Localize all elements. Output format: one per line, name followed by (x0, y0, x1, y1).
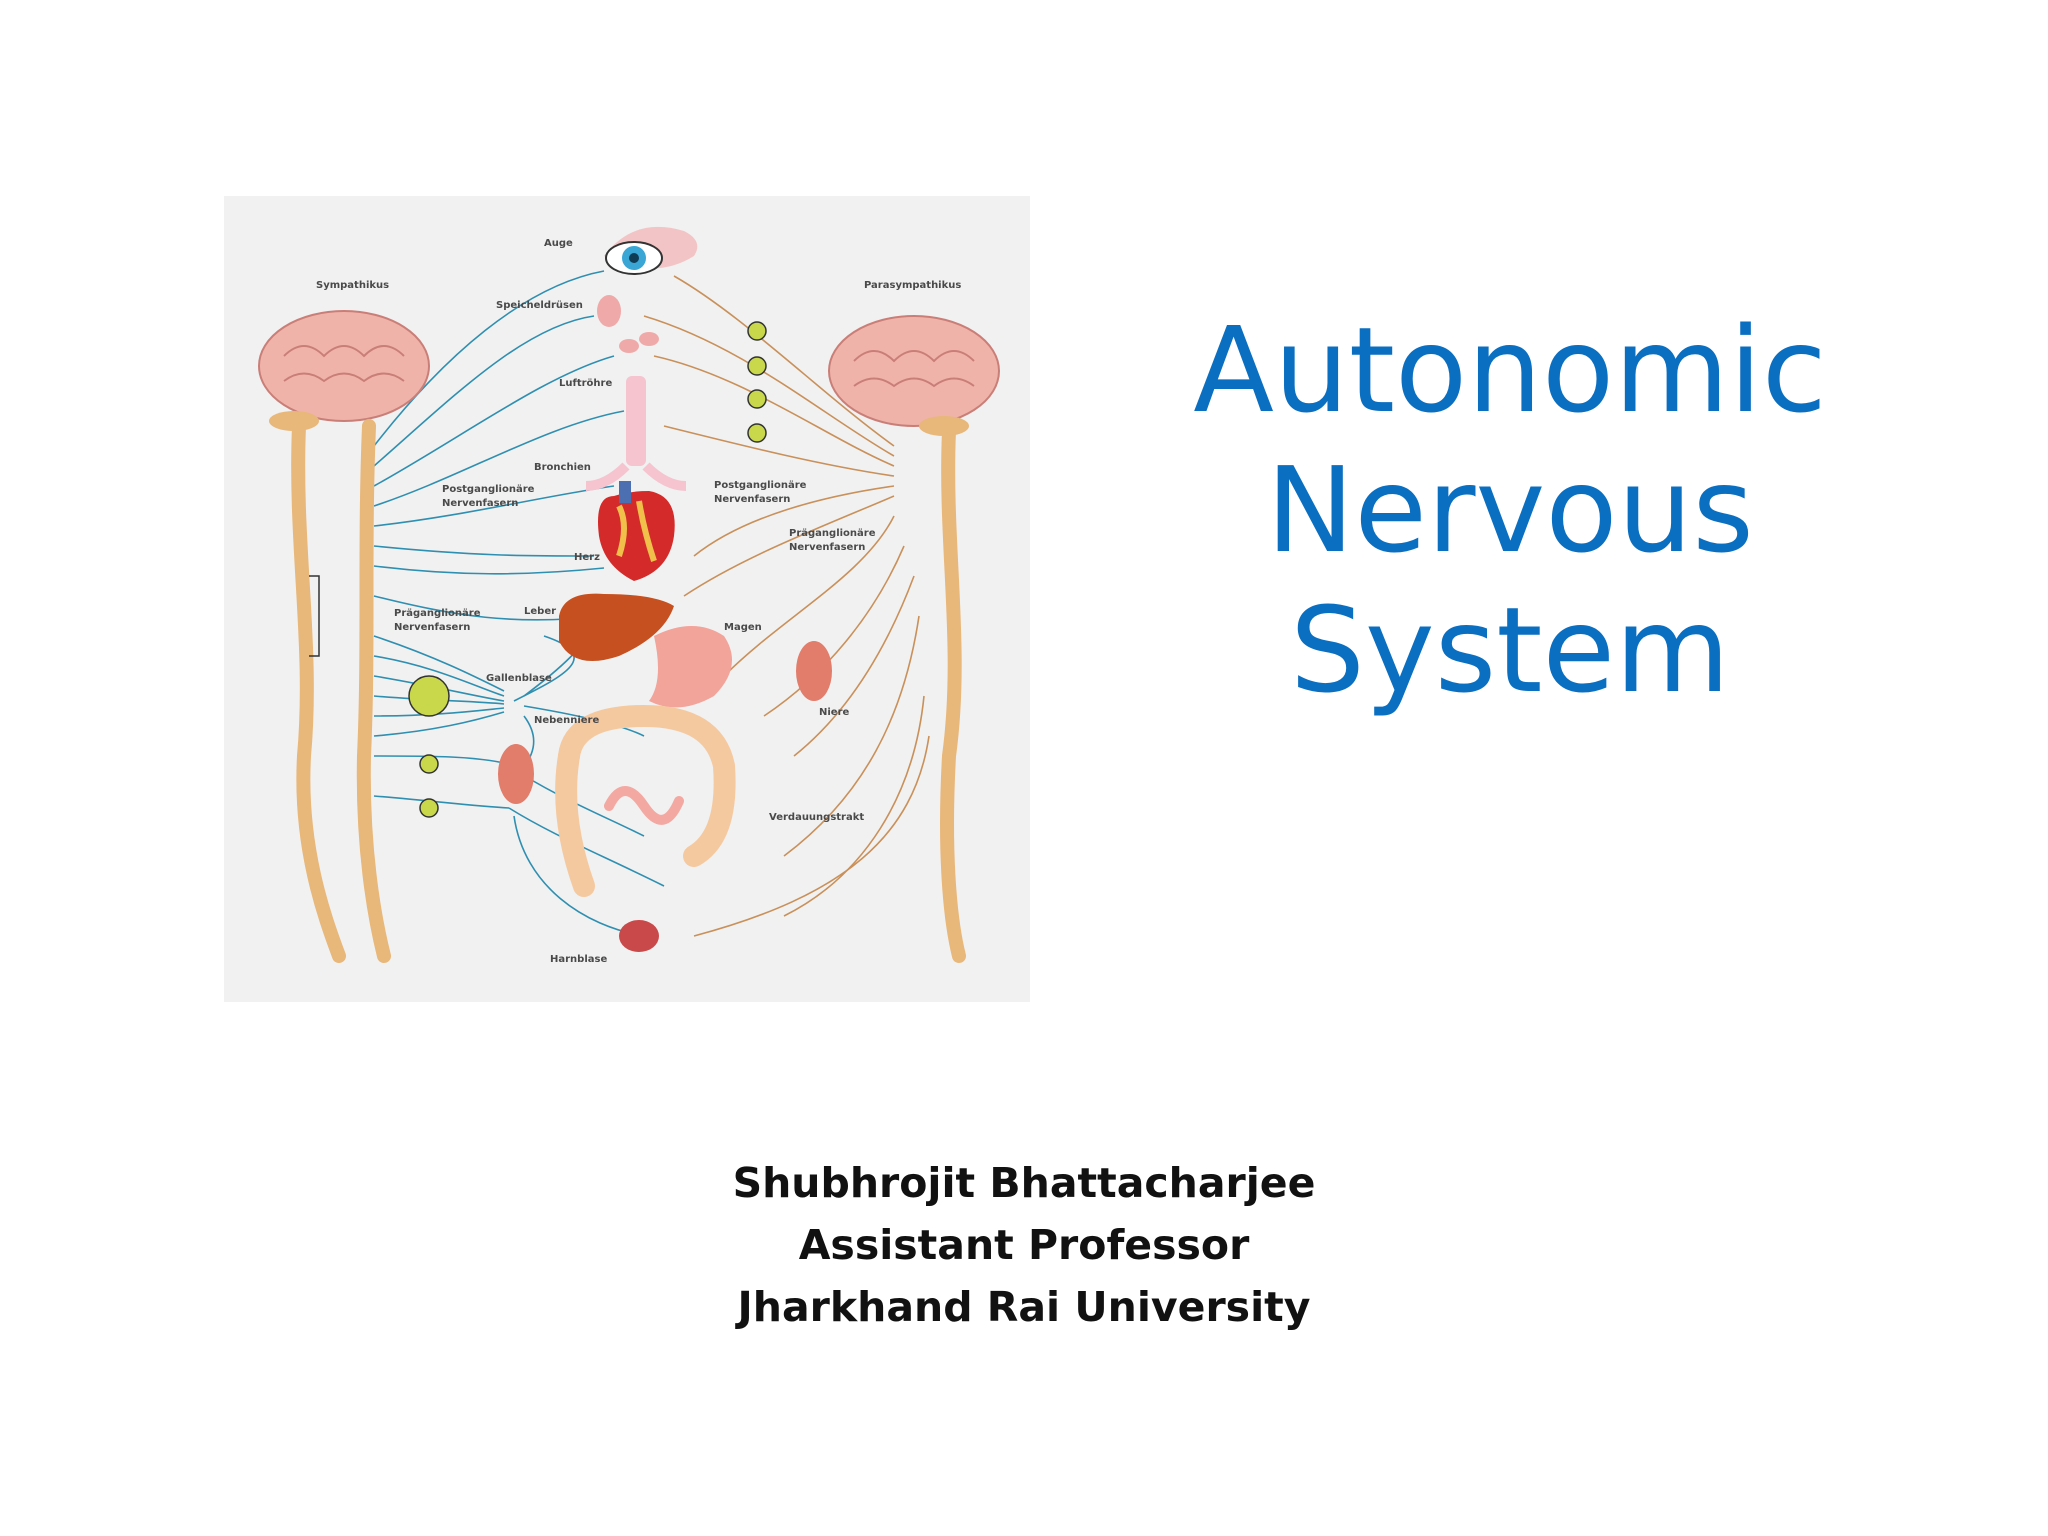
label-praeganglionaere-right-2: Nervenfasern (789, 542, 865, 553)
heart-icon (598, 481, 675, 581)
title-line-3: System (1289, 581, 1731, 719)
spine-left (291, 419, 346, 963)
label-verdauungstrakt: Verdauungstrakt (769, 812, 864, 823)
brain-right-icon (828, 315, 1000, 436)
label-speicheldruesen: Speicheldrüsen (496, 300, 583, 311)
label-luftroehre: Luftröhre (559, 378, 612, 389)
label-sympathikus: Sympathikus (316, 280, 389, 291)
slide-title: Autonomic Nervous System (1150, 300, 1870, 720)
label-praeganglionaere-left-2: Nervenfasern (394, 622, 470, 633)
brain-left-icon (258, 310, 430, 431)
salivary-gland-icon (597, 295, 659, 353)
label-auge: Auge (544, 238, 573, 249)
author-block: Shubhrojit Bhattacharjee Assistant Profe… (624, 1152, 1424, 1338)
trachea-icon (585, 376, 687, 491)
liver-icon (559, 593, 674, 661)
intestine-icon (555, 704, 736, 897)
author-institution: Jharkhand Rai University (737, 1283, 1311, 1331)
label-postganglionaere-left-1: Postganglionäre (442, 484, 535, 495)
eye-icon (604, 226, 698, 275)
author-name: Shubhrojit Bhattacharjee (732, 1159, 1316, 1207)
label-bronchien: Bronchien (534, 462, 591, 473)
label-praeganglionaere-left-1: Präganglionäre (394, 608, 481, 619)
label-gallenblase: Gallenblase (486, 673, 552, 684)
label-magen: Magen (724, 622, 762, 633)
parasympathetic-ganglia (747, 321, 767, 443)
author-position: Assistant Professor (798, 1221, 1250, 1269)
label-postganglionaere-right-2: Nervenfasern (714, 494, 790, 505)
title-line-1: Autonomic (1193, 301, 1827, 439)
small-intestine-icon (604, 786, 684, 825)
label-parasympathikus: Parasympathikus (864, 280, 961, 291)
label-herz: Herz (574, 552, 600, 563)
bracket (309, 575, 320, 657)
autonomic-nervous-system-diagram: Auge Sympathikus Parasympathikus Speiche… (224, 196, 1030, 1002)
parasympathetic-nerves (643, 275, 930, 937)
adrenal-icon (498, 744, 534, 804)
kidney-icon (796, 641, 832, 701)
stomach-icon (649, 626, 732, 708)
sympathetic-chain (356, 419, 391, 963)
label-leber: Leber (524, 606, 556, 617)
spine-right (940, 424, 966, 963)
title-line-2: Nervous (1266, 441, 1754, 579)
sympathetic-ganglion-large (408, 675, 450, 818)
label-nebenniere: Nebenniere (534, 715, 599, 726)
label-praeganglionaere-right-1: Präganglionäre (789, 528, 876, 539)
label-postganglionaere-right-1: Postganglionäre (714, 480, 807, 491)
bladder-icon (619, 920, 659, 952)
label-postganglionaere-left-2: Nervenfasern (442, 498, 518, 509)
label-harnblase: Harnblase (550, 954, 607, 965)
label-niere: Niere (819, 707, 850, 718)
diagram-svg: Auge Sympathikus Parasympathikus Speiche… (258, 226, 1000, 965)
